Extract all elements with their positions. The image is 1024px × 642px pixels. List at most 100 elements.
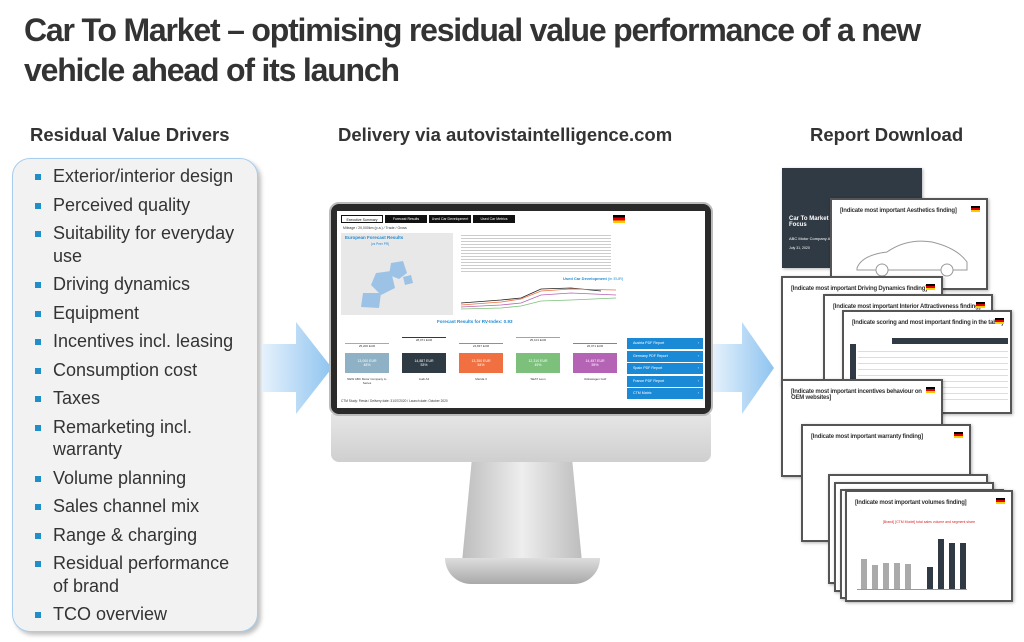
car-outline-icon	[856, 240, 968, 277]
driver-item: Volume planning	[35, 467, 249, 490]
report-label: France PDF Report	[633, 378, 665, 383]
driver-item: Incentives incl. leasing	[35, 330, 249, 353]
arrow-right-icon	[262, 322, 332, 414]
rv-value: 13,000 EUR	[357, 359, 377, 363]
forecast-title: Forecast Results for RV-Index: 0.93	[437, 319, 513, 324]
dashboard-tab[interactable]: Executive Summary	[341, 215, 383, 223]
rv-percent: 49%	[534, 363, 542, 367]
germany-flag-icon	[613, 215, 625, 223]
model-name: Mazda 3	[475, 377, 487, 381]
monitor-base	[445, 558, 600, 584]
volume-bar	[861, 559, 867, 589]
driver-item: Perceived quality	[35, 194, 249, 217]
report-button[interactable]: France PDF Report ›	[627, 375, 703, 387]
chevron-right-icon: ›	[697, 391, 699, 395]
driver-item: Range & charging	[35, 524, 249, 547]
driver-item: Equipment	[35, 302, 249, 325]
rv-value: 13,350 EUR	[471, 359, 491, 363]
rv-value: 12,310 EUR	[528, 359, 548, 363]
page-title: [Indicate most important Aesthetics find…	[840, 208, 957, 214]
model-price: 25,200 EUR	[345, 343, 389, 348]
page-title: [Indicate scoring and most important fin…	[852, 320, 1004, 326]
volume-bar	[894, 563, 900, 589]
europe-map[interactable]: European Forecast Results (vs Peer PR)	[341, 233, 453, 315]
cover-company: ABC Motor Company A.S	[789, 236, 835, 241]
report-button[interactable]: Germany PDF Report ›	[627, 350, 703, 362]
page-title: [Indicate most important Interior Attrac…	[833, 304, 981, 310]
dashboard-screen: Mileage / 20,000km (p.a.) / Trade / Gros…	[337, 211, 705, 408]
rv-percent: 53%	[420, 363, 428, 367]
driver-item: TCO overview	[35, 603, 249, 626]
report-label: Germany PDF Report	[633, 353, 668, 358]
chevron-right-icon: ›	[697, 366, 699, 370]
volume-bar	[905, 564, 911, 589]
model-price: 24,837 EUR	[459, 343, 503, 348]
report-label: CTM Matrix	[633, 391, 652, 395]
monitor-chin	[331, 414, 711, 462]
driver-item: Consumption cost	[35, 359, 249, 382]
volume-bar	[872, 565, 878, 589]
germany-flag-icon	[926, 284, 935, 290]
rv-value: 14,457 EUR	[585, 359, 605, 363]
page-title: [Indicate most important volumes finding…	[855, 500, 967, 506]
cover-title: Car To Market A Focus	[789, 216, 835, 228]
report-button[interactable]: Spain PDF Report ›	[627, 363, 703, 374]
volume-bar	[938, 539, 944, 589]
rv-percent: 54%	[477, 363, 485, 367]
model-name: Volkswagen Golf	[583, 377, 607, 381]
chevron-right-icon: ›	[697, 353, 699, 358]
report-button[interactable]: CTM Matrix ›	[627, 388, 703, 399]
germany-flag-icon	[971, 206, 980, 212]
germany-flag-icon	[996, 498, 1005, 504]
model-price: 25,101 EUR	[516, 337, 560, 342]
dashboard-footer: CTM Study: Fiesta / Delivery date: 31/07…	[341, 399, 448, 403]
map-subtitle: (vs Peer PR)	[371, 242, 390, 246]
chevron-right-icon: ›	[697, 341, 699, 345]
rv-percent: 55%	[591, 363, 599, 367]
slide-title: Car To Market – optimising residual valu…	[24, 12, 921, 88]
driver-item: Sales channel mix	[35, 495, 249, 518]
germany-flag-icon	[976, 302, 985, 308]
cover-date: July 31, 2020	[789, 246, 810, 250]
volume-bar	[927, 567, 933, 589]
driver-item: Residual performance of brand	[35, 552, 249, 597]
rv-percent: 48%	[363, 363, 371, 367]
dashboard-tab[interactable]: Used Car Metrics	[473, 215, 515, 223]
driver-item: Driving dynamics	[35, 273, 249, 296]
model-name: SEAT Leon	[530, 377, 546, 381]
germany-flag-icon	[926, 387, 935, 393]
page-title: [Indicate most important incentives beha…	[791, 389, 922, 401]
model-name: NEW ABC Motor Company A-Series	[347, 377, 387, 385]
report-label: Spain PDF Report	[633, 366, 663, 370]
dashboard-tab[interactable]: Used Car Development	[429, 215, 471, 223]
model-price: 28,071 EUR	[402, 337, 446, 342]
report-label: Austria PDF Report	[633, 341, 665, 345]
chart-title: Used Car Development	[563, 276, 607, 281]
report-button[interactable]: Austria PDF Report ›	[627, 338, 703, 349]
drivers-heading: Residual Value Drivers	[30, 124, 230, 145]
monitor-stand	[462, 462, 582, 562]
arrow-right-icon	[712, 322, 774, 414]
used-car-line-chart	[461, 287, 617, 310]
delivery-heading: Delivery via autovistaintelligence.com	[338, 124, 673, 145]
driver-item: Suitability for everyday use	[35, 222, 249, 267]
model-price: 26,071 EUR	[573, 343, 617, 348]
chart-subtitle: (in EUR)	[607, 276, 624, 281]
germany-flag-icon	[995, 318, 1004, 324]
dashboard-tab[interactable]: Forecast Results	[385, 215, 427, 223]
driver-item: Remarketing incl. warranty	[35, 416, 249, 461]
map-title: European Forecast Results	[345, 235, 404, 240]
volume-bar	[883, 563, 889, 589]
chevron-right-icon: ›	[697, 378, 699, 383]
report-page-volumes[interactable]: [Indicate most important volumes finding…	[845, 490, 1013, 602]
driver-item: Exterior/interior design	[35, 165, 249, 188]
volumes-chart-title: [Brand] [CTM Model] total sales volume a…	[882, 520, 976, 524]
summary-text	[461, 233, 611, 273]
volume-bar	[949, 543, 955, 589]
